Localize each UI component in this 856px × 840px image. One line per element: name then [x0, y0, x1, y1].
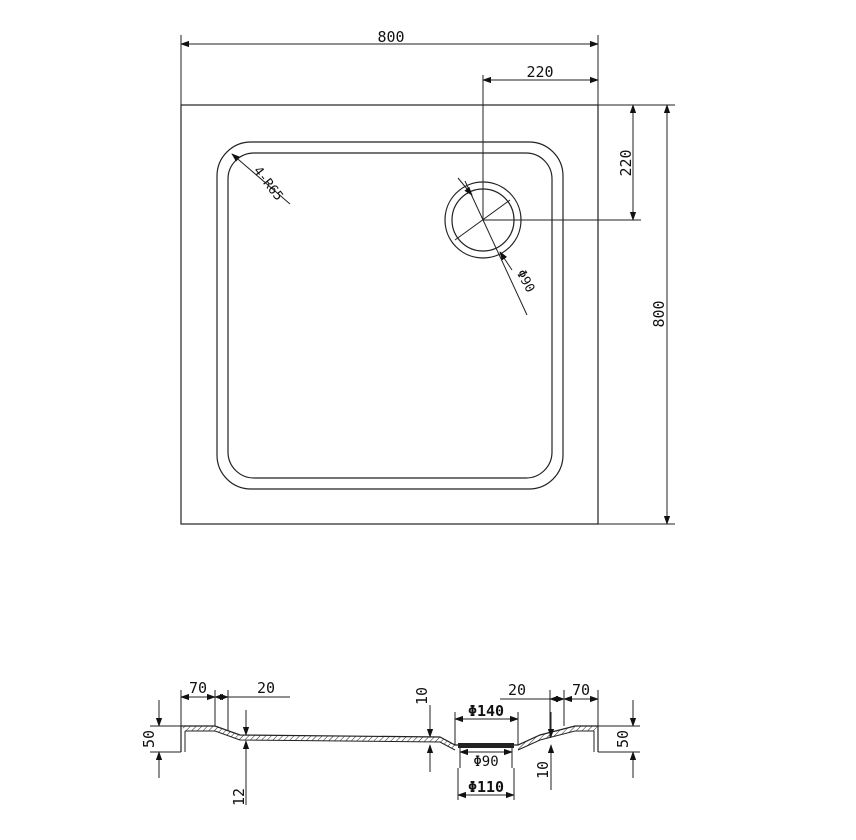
height-right-label: 50	[614, 730, 632, 748]
plan-view	[180, 35, 675, 525]
slope-right-label: 20	[508, 681, 526, 699]
section-view	[150, 690, 640, 805]
base-thickness-label: 12	[230, 788, 248, 806]
rim-right-label: 70	[572, 681, 590, 699]
slope-left-label: 20	[257, 679, 275, 697]
drain-diameter-arrow-b	[499, 251, 513, 271]
basin-outer-edge	[216, 141, 564, 490]
drain-depth-top-label: 10	[413, 687, 431, 705]
section-drain-flange	[458, 743, 514, 748]
drain-diameter-arrow-a	[457, 177, 473, 196]
drain-diameter-line	[454, 199, 511, 241]
drain-diameter-label: Φ90	[513, 267, 537, 295]
plan-view-labels: 800 220 220 800 4-R65 Φ90	[250, 28, 668, 328]
corner-radius-label: 4-R65	[250, 164, 286, 204]
drain-offset-x-label: 220	[526, 63, 553, 81]
drain-offset-y-label: 220	[617, 149, 635, 176]
drain-inner-label: Φ90	[473, 754, 498, 770]
section-wall-hatch-right	[518, 726, 598, 750]
section-view-labels: 70 20 50 12 10 Φ140 Φ90 Φ110 20 70 10 50	[140, 679, 632, 806]
drain-diameter-leader	[464, 180, 528, 316]
tray-outline	[180, 104, 599, 525]
rim-left-label: 70	[189, 679, 207, 697]
height-label: 800	[650, 300, 668, 327]
drain-depth-bottom-label: 10	[534, 761, 552, 779]
drain-pipe-label: Φ110	[468, 778, 504, 796]
section-wall-hatch	[181, 726, 455, 750]
drain-outer-label: Φ140	[468, 702, 504, 720]
width-label: 800	[377, 28, 404, 46]
basin-inner-edge	[227, 152, 553, 479]
height-left-label: 50	[140, 730, 158, 748]
corner-radius-leader	[231, 153, 291, 205]
